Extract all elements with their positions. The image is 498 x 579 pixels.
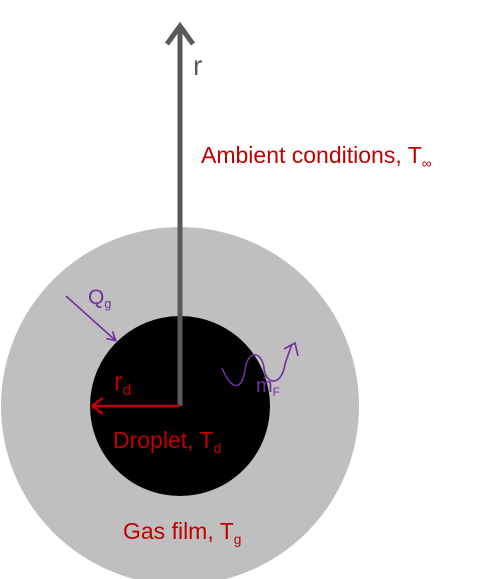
heat-symbol: Q — [88, 286, 105, 309]
gas-film-label: Gas film, Tg — [123, 518, 241, 547]
mass-flow-label: ṁF — [256, 375, 281, 400]
heat-subscript: g — [104, 297, 112, 312]
droplet-text: Droplet, T — [113, 427, 214, 453]
gas-text: Gas film, T — [123, 518, 234, 544]
radius-arrowhead — [89, 396, 104, 416]
ambient-subscript: ∞ — [421, 155, 432, 171]
mass-subscript: F — [272, 385, 281, 400]
ambient-conditions-label: Ambient conditions, T∞ — [201, 142, 432, 171]
mass-symbol: ṁ — [256, 375, 273, 397]
heat-flux-label: Qg — [88, 286, 112, 312]
droplet-subscript: d — [213, 440, 222, 456]
evaporation-wavy-arrow — [221, 343, 293, 387]
radial-axis-label: r — [193, 50, 203, 81]
droplet-label: Droplet, Td — [113, 427, 221, 456]
radius-symbol: r — [114, 366, 123, 396]
droplet-radius-label: rd — [114, 366, 131, 399]
ambient-text: Ambient conditions, T — [201, 142, 422, 168]
radial-axis-arrowhead — [164, 21, 196, 46]
heat-flux-arrow — [65, 295, 115, 340]
evaporation-arrowhead — [283, 341, 299, 357]
gas-subscript: g — [233, 531, 242, 547]
radius-subscript: d — [122, 382, 132, 400]
